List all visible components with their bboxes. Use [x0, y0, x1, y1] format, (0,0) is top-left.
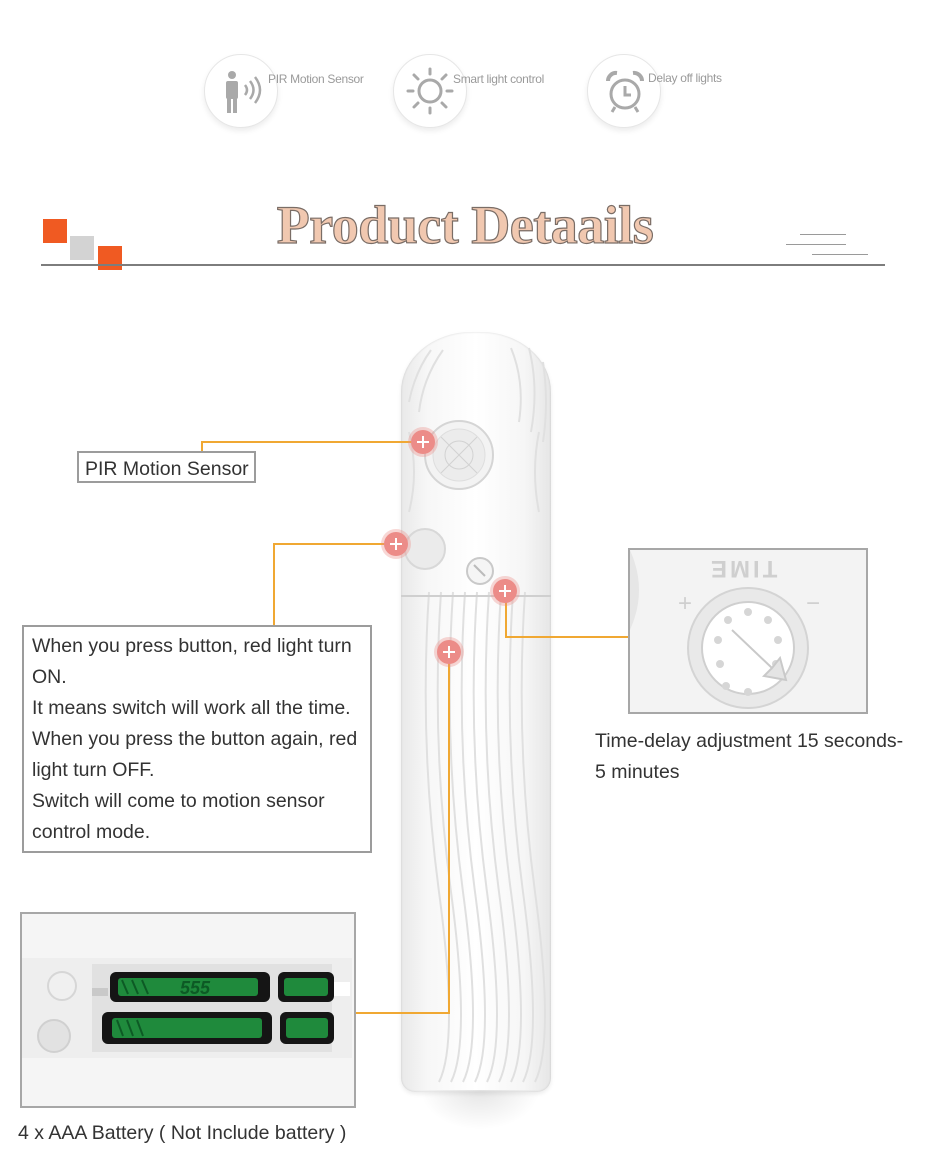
button-leader-h: [273, 543, 396, 545]
accent-square-3: [98, 246, 122, 270]
accent-square-2: [70, 236, 94, 260]
sun-icon: [406, 67, 454, 115]
pir-leader-v: [201, 441, 203, 453]
device-shadow: [420, 1090, 540, 1130]
feature-smart-light-label: Smart light control: [453, 72, 545, 86]
motion-person-icon: [226, 71, 262, 113]
button-callout-line: When you press the button again, red: [32, 728, 358, 750]
battery-compartment-photo: 555: [20, 912, 356, 1108]
battery-caption: 4 x AAA Battery ( Not Include battery ): [18, 1122, 347, 1144]
feature-smart-light-circle: [393, 54, 467, 128]
button-callout-line: light turn OFF.: [32, 759, 155, 781]
device-wave-texture: [401, 347, 551, 1083]
pir-marker-icon[interactable]: [411, 430, 435, 454]
section-title: Product Detaails: [276, 194, 654, 255]
button-callout: When you press button, red light turn ON…: [22, 625, 372, 853]
dial-minus-label: −: [806, 590, 821, 617]
feature-pir-circle: [204, 54, 278, 128]
button-callout-line: When you press button, red light turn: [32, 635, 352, 657]
header-rule: [41, 264, 885, 266]
deco-line-3: [812, 254, 868, 255]
button-marker-icon[interactable]: [384, 532, 408, 556]
time-leader-v: [505, 590, 507, 637]
battery-compartment-illustration: [22, 914, 354, 1106]
button-callout-line: Switch will come to motion sensor: [32, 790, 325, 812]
feature-delay-label: Delay off lights: [648, 71, 722, 85]
feature-delay-circle: [587, 54, 661, 128]
battery-marker-icon[interactable]: [437, 640, 461, 664]
deco-line-2: [786, 244, 846, 245]
time-dial-illustration: [630, 550, 866, 712]
pir-callout-label: PIR Motion Sensor: [85, 458, 249, 480]
pir-callout: PIR Motion Sensor: [77, 451, 256, 483]
button-callout-line: It means switch will work all the time.: [32, 697, 351, 719]
button-callout-line: ON.: [32, 666, 67, 688]
time-callout: Time-delay adjustment 15 seconds- 5 minu…: [595, 726, 925, 788]
feature-pir-label: PIR Motion Sensor: [268, 72, 364, 86]
dial-time-label: TIME: [708, 555, 778, 582]
button-leader-v: [273, 543, 275, 625]
battery-leader-h: [354, 1012, 450, 1014]
dial-plus-label: +: [678, 590, 693, 617]
time-callout-line: Time-delay adjustment 15 seconds-: [595, 730, 904, 752]
alarm-clock-icon: [605, 70, 645, 113]
sensor-light-device: [401, 332, 551, 1092]
time-leader-h: [505, 636, 629, 638]
accent-square-1: [43, 219, 67, 243]
time-dial-zoom-photo: TIME + −: [628, 548, 868, 714]
button-callout-line: control mode.: [32, 821, 151, 843]
time-marker-icon[interactable]: [493, 579, 517, 603]
battery-brand-label: 555: [180, 978, 211, 998]
battery-leader-v: [448, 651, 450, 1013]
time-callout-line: 5 minutes: [595, 761, 680, 783]
deco-line-1: [800, 234, 846, 235]
pir-leader-h: [201, 441, 423, 443]
